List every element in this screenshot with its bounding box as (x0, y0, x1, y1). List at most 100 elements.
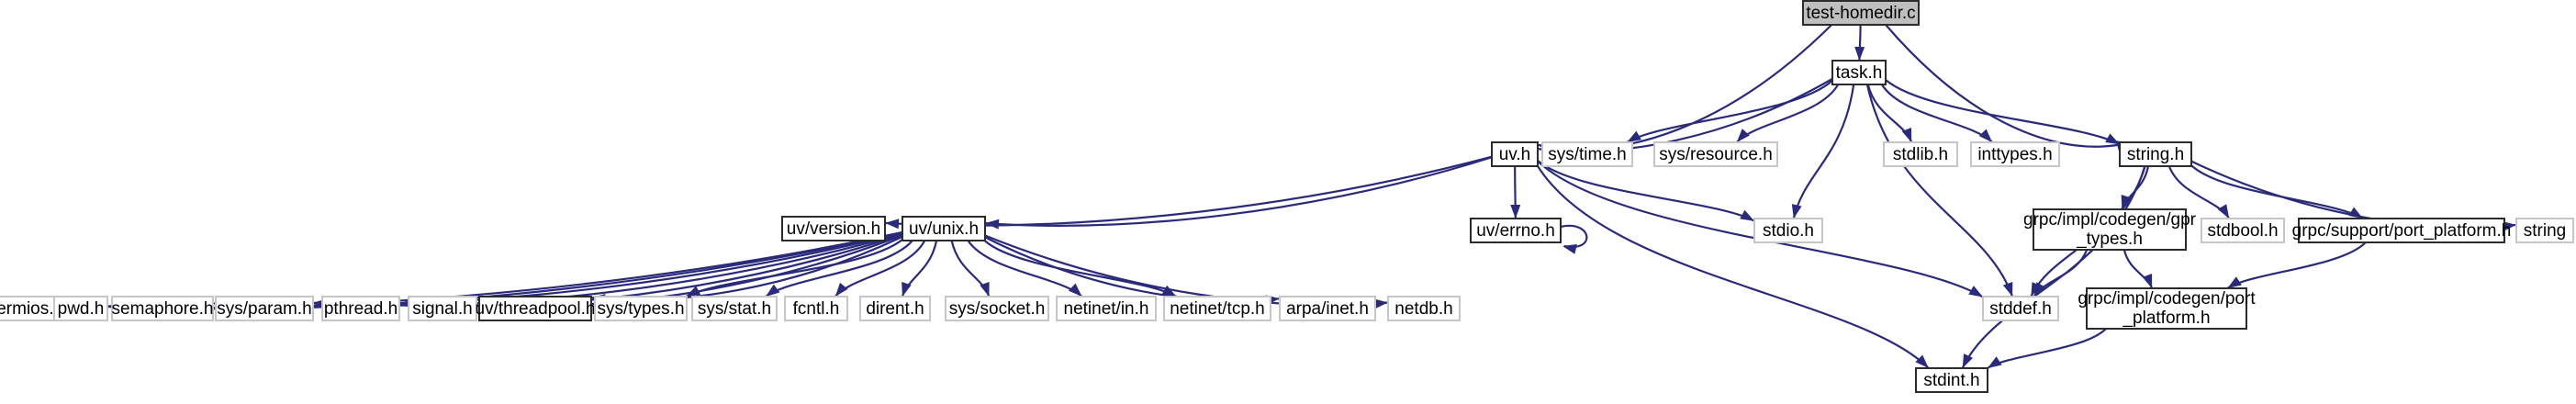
edge-arrowhead (1736, 129, 1750, 142)
edge-path (2190, 160, 2517, 229)
edge-arrowhead (2502, 221, 2516, 231)
graph-node-task-h[interactable]: task.h (1831, 60, 1887, 85)
node-box (408, 296, 477, 321)
edge-arrowhead (985, 219, 1000, 230)
node-box (1831, 60, 1887, 85)
graph-node-stdint-h[interactable]: stdint.h (1915, 367, 1988, 393)
graph-edge (2167, 165, 2231, 219)
edge-arrowhead (686, 286, 701, 297)
graph-edge (984, 156, 1493, 230)
graph-node-signal-h: signal.h (408, 296, 477, 321)
edge-arrowhead (1791, 204, 1802, 219)
node-label: sys/param.h (217, 299, 311, 319)
node-box (1541, 141, 1633, 167)
edge-path (1537, 24, 1832, 151)
edge-path (1885, 79, 2121, 146)
edge-arrowhead (1901, 128, 1912, 142)
node-label: fcntl.h (793, 299, 840, 319)
node-box (111, 296, 214, 321)
edge-path (1987, 328, 2107, 369)
node-label: stdint.h (1923, 371, 1979, 390)
edge-path (1885, 24, 2132, 148)
edge-arrowhead (2217, 204, 2230, 219)
graph-edge (685, 239, 903, 297)
graph-node-uv-threadpool-h[interactable]: uv/threadpool.h (476, 296, 596, 321)
graph-edge (1865, 84, 2014, 297)
graph-edge (1626, 79, 1833, 143)
edge-path (2226, 241, 2367, 289)
node-label: netdb.h (1394, 299, 1452, 319)
node-label: stdbool.h (2207, 221, 2278, 241)
node-box (1915, 367, 1988, 393)
edge-arrowhead (2105, 133, 2120, 145)
graph-node-stddef-h: stddef.h (1982, 296, 2059, 321)
node-box (1970, 141, 2060, 167)
edge-arrowhead (2002, 282, 2013, 297)
graph-node-netdb-h: netdb.h (1387, 296, 1461, 321)
node-box (859, 296, 931, 321)
graph-node-netinet-in-h: netinet/in.h (1056, 296, 1157, 321)
graph-node-grpc-support-port-platform-h[interactable]: grpc/support/port_platform.h (2292, 218, 2512, 243)
edge-arrowhead (1068, 283, 1082, 297)
graph-node-arpa-inet-h: arpa/inet.h (1279, 296, 1376, 321)
edge-path (1792, 84, 1855, 219)
node-label: signal.h (412, 299, 473, 319)
node-label: semaphore.h (112, 299, 214, 319)
node-label: termios.h (0, 299, 63, 319)
graph-node-uv-h[interactable]: uv.h (1491, 141, 1539, 167)
node-box (1056, 296, 1157, 321)
graph-node-test-homedir-c[interactable]: test-homedir.c (1802, 0, 1920, 26)
graph-node-sys-param-h: sys/param.h (215, 296, 314, 321)
node-label-line2: _types.h (2076, 230, 2143, 249)
graph-edge (1866, 84, 1913, 143)
node-label: uv/unix.h (909, 219, 979, 239)
edge-arrowhead (766, 284, 780, 297)
node-box (2515, 218, 2574, 243)
edge-arrowhead (1627, 130, 1641, 142)
graph-edge (1885, 79, 2121, 146)
graph-edge (1560, 224, 1588, 254)
node-label: inttypes.h (1977, 145, 2052, 164)
edge-layer (65, 24, 2517, 369)
edge-path (1626, 79, 1833, 143)
node-box (1753, 218, 1823, 243)
graph-node-stdbool-h: stdbool.h (2201, 218, 2285, 243)
graph-edge (1961, 165, 2146, 369)
graph-edge (1791, 84, 1855, 219)
edge-arrowhead (1978, 129, 1993, 142)
node-label: string (2524, 221, 2566, 241)
node-box (1470, 218, 1562, 243)
node-label: sys/socket.h (949, 299, 1046, 319)
edge-path (1537, 77, 1833, 152)
graph-edge (967, 240, 1083, 297)
node-label: grpc/impl/codegen/gpr (2023, 210, 2197, 230)
edge-arrowhead (1562, 243, 1577, 254)
graph-edge (765, 240, 913, 297)
graph-node-uv-version-h[interactable]: uv/version.h (781, 216, 886, 241)
node-label: stddef.h (1989, 299, 2052, 319)
node-label: netinet/in.h (1064, 299, 1149, 319)
graph-node-uv-errno-h[interactable]: uv/errno.h (1470, 218, 1562, 243)
graph-node-grpc-impl-codegen-port-platform-h[interactable]: grpc/impl/codegen/port_platform.h (2078, 287, 2256, 330)
node-box (2086, 287, 2247, 330)
graph-edge (950, 240, 991, 297)
graph-node-semaphore-h: semaphore.h (111, 296, 214, 321)
node-box (1279, 296, 1376, 321)
graph-edge (1510, 165, 1521, 219)
graph-node-sys-time-h: sys/time.h (1541, 141, 1633, 167)
edge-arrowhead (1510, 204, 1521, 219)
node-label: stdio.h (1763, 221, 1814, 241)
edge-arrowhead (1854, 46, 1865, 61)
node-box (1982, 296, 2059, 321)
edge-path (984, 236, 1281, 302)
node-box (594, 296, 688, 321)
graph-node-sys-resource-h: sys/resource.h (1653, 141, 1778, 167)
node-label: sys/time.h (1548, 145, 1627, 164)
graph-node-grpc-impl-codegen-gpr-types-h[interactable]: grpc/impl/codegen/gpr_types.h (2023, 208, 2197, 251)
graph-node-dirent-h: dirent.h (859, 296, 931, 321)
graph-node-string-h[interactable]: string.h (2119, 141, 2192, 167)
node-label: uv/errno.h (1476, 221, 1555, 241)
graph-node-uv-unix-h[interactable]: uv/unix.h (902, 216, 986, 241)
